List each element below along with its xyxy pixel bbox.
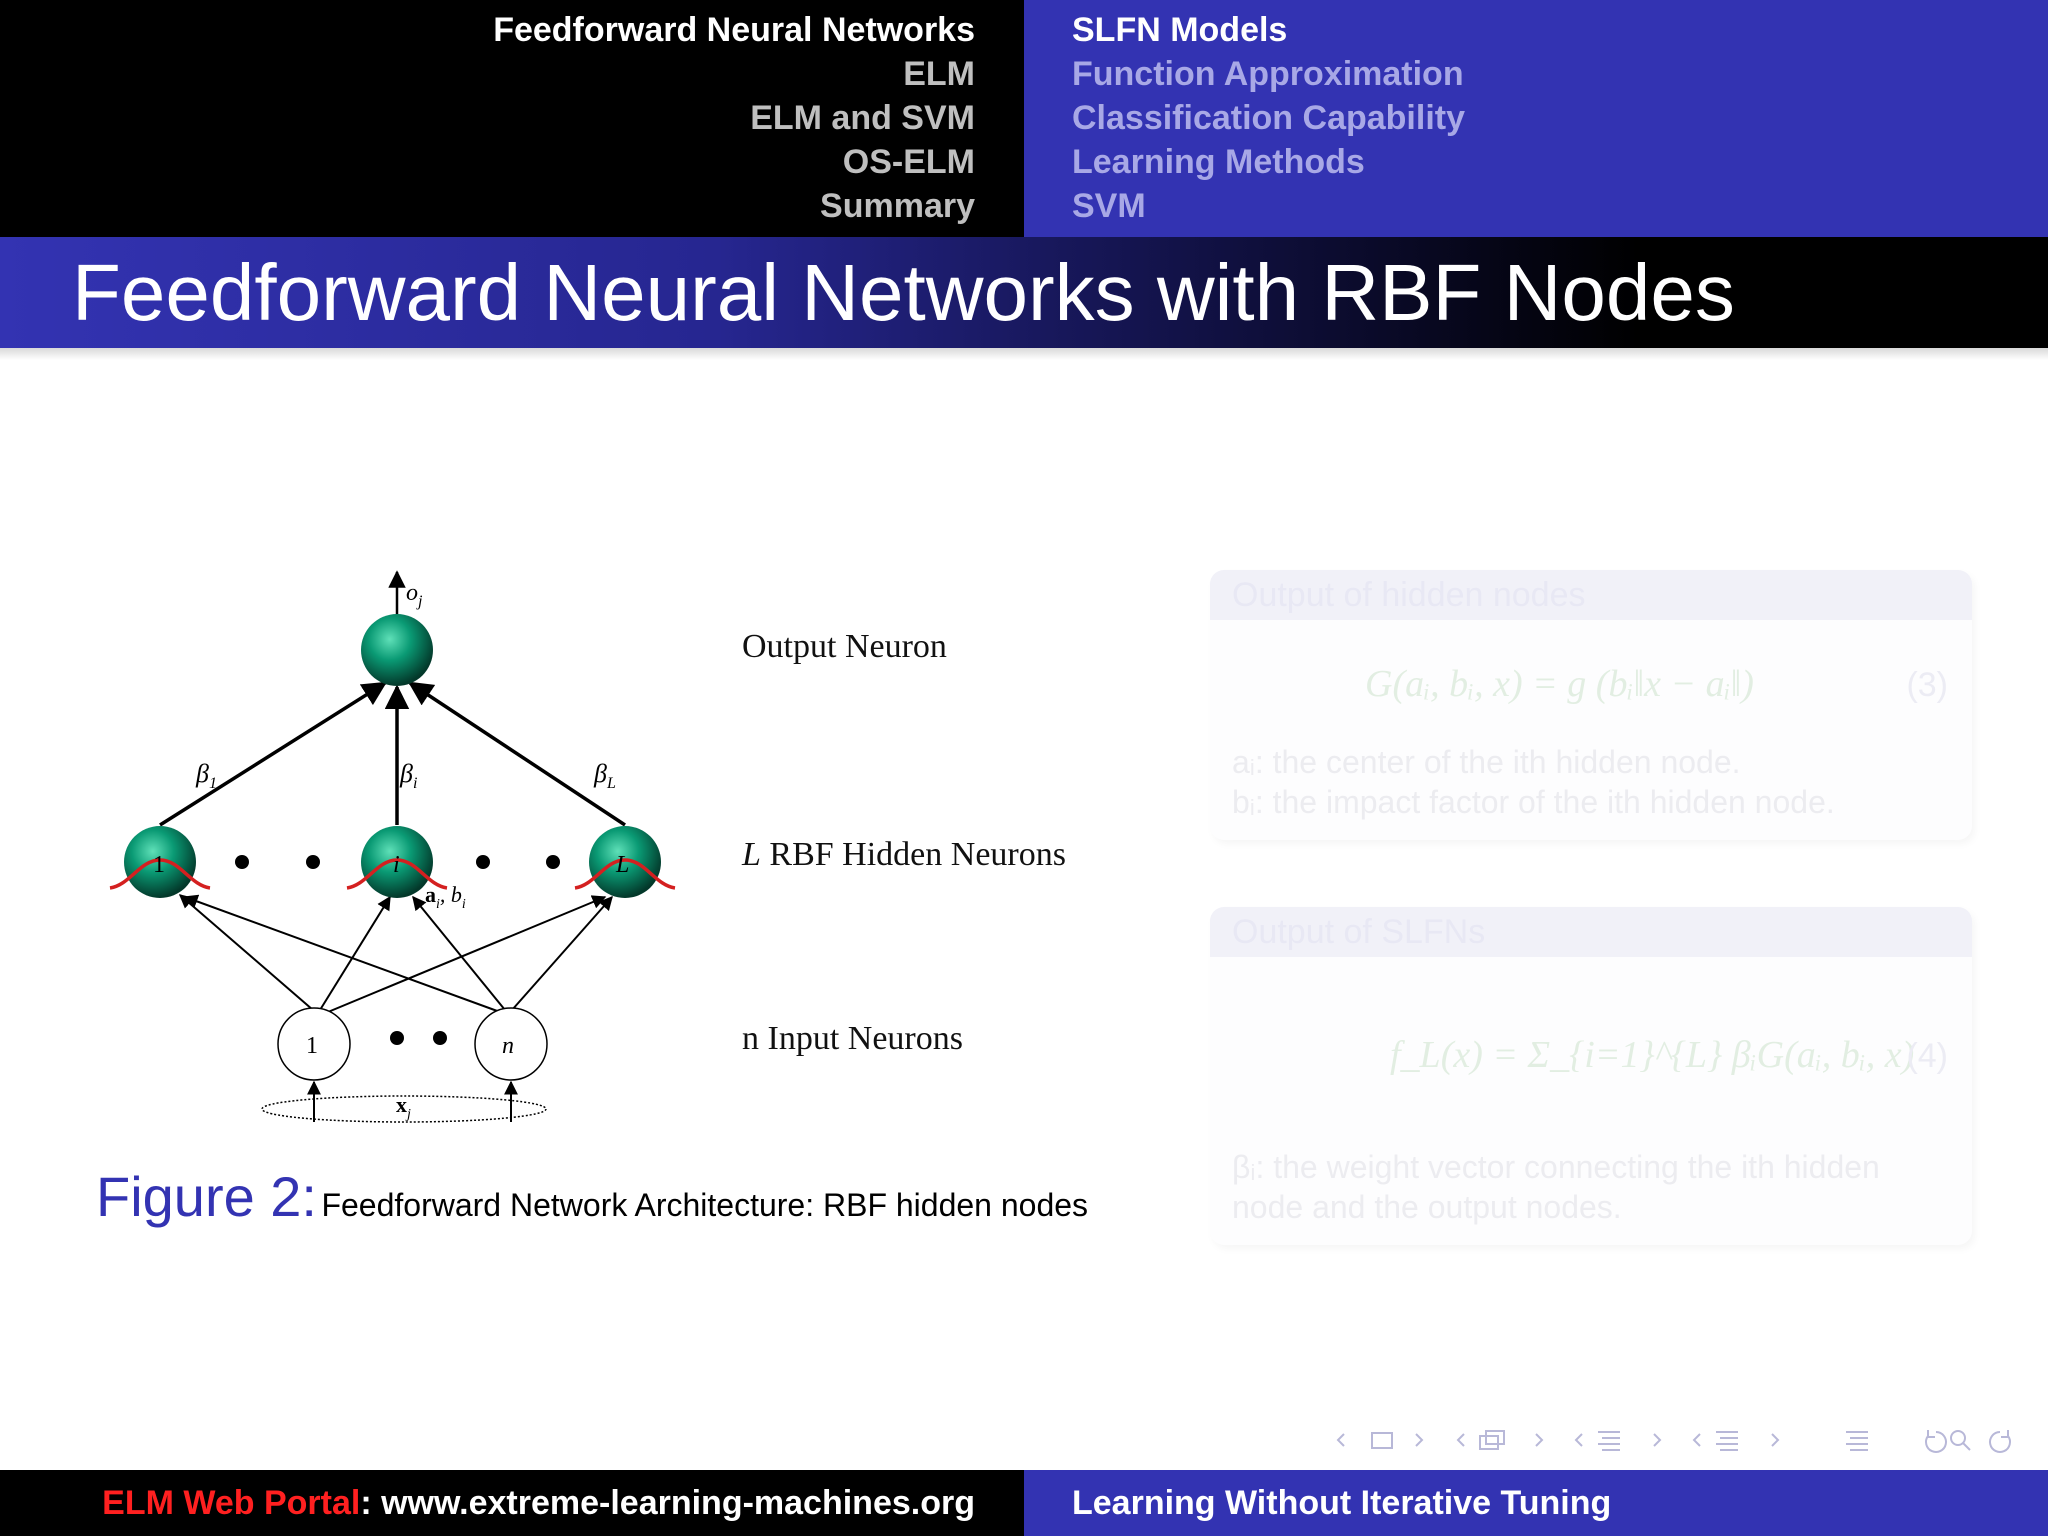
beta-1-label: β1 xyxy=(195,759,217,792)
input-line xyxy=(412,895,506,1011)
nav-search-icon[interactable] xyxy=(1950,1430,1971,1451)
ellipsis-dot xyxy=(433,1031,447,1045)
nav-section-os-elm[interactable]: OS-ELM xyxy=(842,143,975,181)
section-nav: Feedforward Neural Networks ELM ELM and … xyxy=(493,8,975,228)
nav-sub-learning-methods[interactable]: Learning Methods xyxy=(1072,143,1365,181)
hidden-neuron-L xyxy=(589,826,661,898)
hidden-L-label: L xyxy=(615,852,629,878)
nav-document-icon[interactable] xyxy=(1692,1431,1780,1451)
footer-left: ELM Web Portal: www.extreme-learning-mac… xyxy=(0,1470,1024,1536)
x-label: xj xyxy=(396,1092,411,1122)
hidden-neuron-i xyxy=(361,826,433,898)
equation-3-number: (3) xyxy=(1906,666,1948,704)
hidden-i-label: i xyxy=(393,852,400,878)
slide-title: Feedforward Neural Networks with RBF Nod… xyxy=(72,248,1735,337)
title-shadow xyxy=(0,348,2048,360)
output-neuron xyxy=(361,614,433,686)
nav-section-icon[interactable] xyxy=(1574,1431,1662,1451)
block1-line-2: bᵢ: the impact factor of the ith hidden … xyxy=(1232,784,1835,820)
rbf-curve-L xyxy=(574,858,676,890)
network-diagram: oj β1 βi βL 1 i L ai, bi 1 n xj xyxy=(109,570,676,1123)
beamer-navigation-symbols xyxy=(1336,1430,2011,1453)
equation-4-number: (4) xyxy=(1906,1037,1948,1075)
nav-section-elm[interactable]: ELM xyxy=(903,55,975,93)
nav-section-summary[interactable]: Summary xyxy=(820,187,975,225)
input-line xyxy=(511,895,613,1011)
params-label: ai, bi xyxy=(425,882,466,912)
input-line xyxy=(327,895,607,1013)
rbf-curve-i xyxy=(346,858,448,890)
nav-sub-classification[interactable]: Classification Capability xyxy=(1072,99,1465,137)
footer-right: Learning Without Iterative Tuning xyxy=(1024,1470,2048,1536)
header-sections-panel: Feedforward Neural Networks ELM ELM and … xyxy=(0,0,1024,237)
equation-3: G(aᵢ, bᵢ, x) = g (bᵢ‖x − aᵢ‖) xyxy=(1365,663,1754,705)
weight-line-1 xyxy=(159,681,388,827)
block1-line-1: aᵢ: the center of the ith hidden node. xyxy=(1232,744,1741,780)
ellipsis-dot xyxy=(306,855,320,869)
figure-caption: Figure 2: Feedforward Network Architectu… xyxy=(96,1164,1096,1229)
input-n-label: n xyxy=(502,1033,514,1059)
footer-subtitle: Learning Without Iterative Tuning xyxy=(1072,1484,1612,1522)
nav-section-elm-svm[interactable]: ELM and SVM xyxy=(750,99,975,137)
hidden-1-label: 1 xyxy=(153,852,165,878)
label-hidden-neurons: L RBF Hidden Neurons xyxy=(742,836,1066,873)
rbf-curve-1 xyxy=(109,858,211,890)
nav-back-icon[interactable] xyxy=(1925,1430,1947,1453)
output-symbol: oj xyxy=(406,580,423,610)
nav-sub-svm[interactable]: SVM xyxy=(1072,187,1146,225)
input-neuron-1 xyxy=(277,1007,351,1081)
input-line xyxy=(183,894,501,1013)
nav-subsection-icon[interactable] xyxy=(1456,1430,1544,1450)
block-hidden-output-title: Output of hidden nodes xyxy=(1210,570,1972,620)
equation-4: f_L(x) = Σ_{i=1}^{L} βᵢG(aᵢ, bᵢ, x) xyxy=(1390,1034,1915,1076)
figure-label: Figure 2: xyxy=(96,1165,317,1228)
nav-section-feedforward[interactable]: Feedforward Neural Networks xyxy=(493,11,975,49)
footer-portal: ELM Web Portal: www.extreme-learning-mac… xyxy=(102,1484,975,1523)
ellipsis-dot xyxy=(235,855,249,869)
ellipsis-dot xyxy=(390,1031,404,1045)
nav-forward-icon[interactable] xyxy=(1989,1430,2011,1453)
hidden-neuron-1 xyxy=(124,826,196,898)
figure-caption-text: Feedforward Network Architecture: RBF hi… xyxy=(321,1187,1089,1223)
label-output-neuron: Output Neuron xyxy=(742,628,947,665)
block-slfn-output: Output of SLFNs f_L(x) = Σ_{i=1}^{L} βᵢG… xyxy=(1210,907,1972,1245)
beta-L-label: βL xyxy=(593,759,616,792)
block-slfn-output-title: Output of SLFNs xyxy=(1210,907,1972,957)
input-1-label: 1 xyxy=(306,1033,318,1059)
input-neuron-n xyxy=(474,1007,548,1081)
portal-link[interactable]: ELM Web Portal xyxy=(102,1484,361,1522)
portal-url[interactable]: : www.extreme-learning-machines.org xyxy=(360,1484,975,1522)
subsection-nav: SLFN Models Function Approximation Class… xyxy=(1072,8,1465,228)
label-input-neurons: n Input Neurons xyxy=(742,1020,963,1057)
input-line xyxy=(319,895,391,1011)
input-vector-ellipse xyxy=(261,1095,547,1123)
frame-title-bar: Feedforward Neural Networks with RBF Nod… xyxy=(0,237,2048,348)
nav-appendix-icon[interactable] xyxy=(1846,1431,1868,1451)
block2-line-1: βᵢ: the weight vector connecting the ith… xyxy=(1232,1149,1880,1185)
input-line xyxy=(178,894,314,1011)
beta-i-label: βi xyxy=(399,759,417,792)
nav-frame-icon[interactable] xyxy=(1336,1432,1424,1449)
ellipsis-dot xyxy=(476,855,490,869)
block-hidden-output: Output of hidden nodes G(aᵢ, bᵢ, x) = g … xyxy=(1210,570,1972,840)
ellipsis-dot xyxy=(546,855,560,869)
block2-line-2: node and the output nodes. xyxy=(1232,1189,1622,1225)
nav-sub-function-approx[interactable]: Function Approximation xyxy=(1072,55,1464,93)
weight-line-L xyxy=(407,681,626,827)
nav-sub-slfn-models[interactable]: SLFN Models xyxy=(1072,11,1288,49)
header-subsections-panel: SLFN Models Function Approximation Class… xyxy=(1024,0,2048,237)
